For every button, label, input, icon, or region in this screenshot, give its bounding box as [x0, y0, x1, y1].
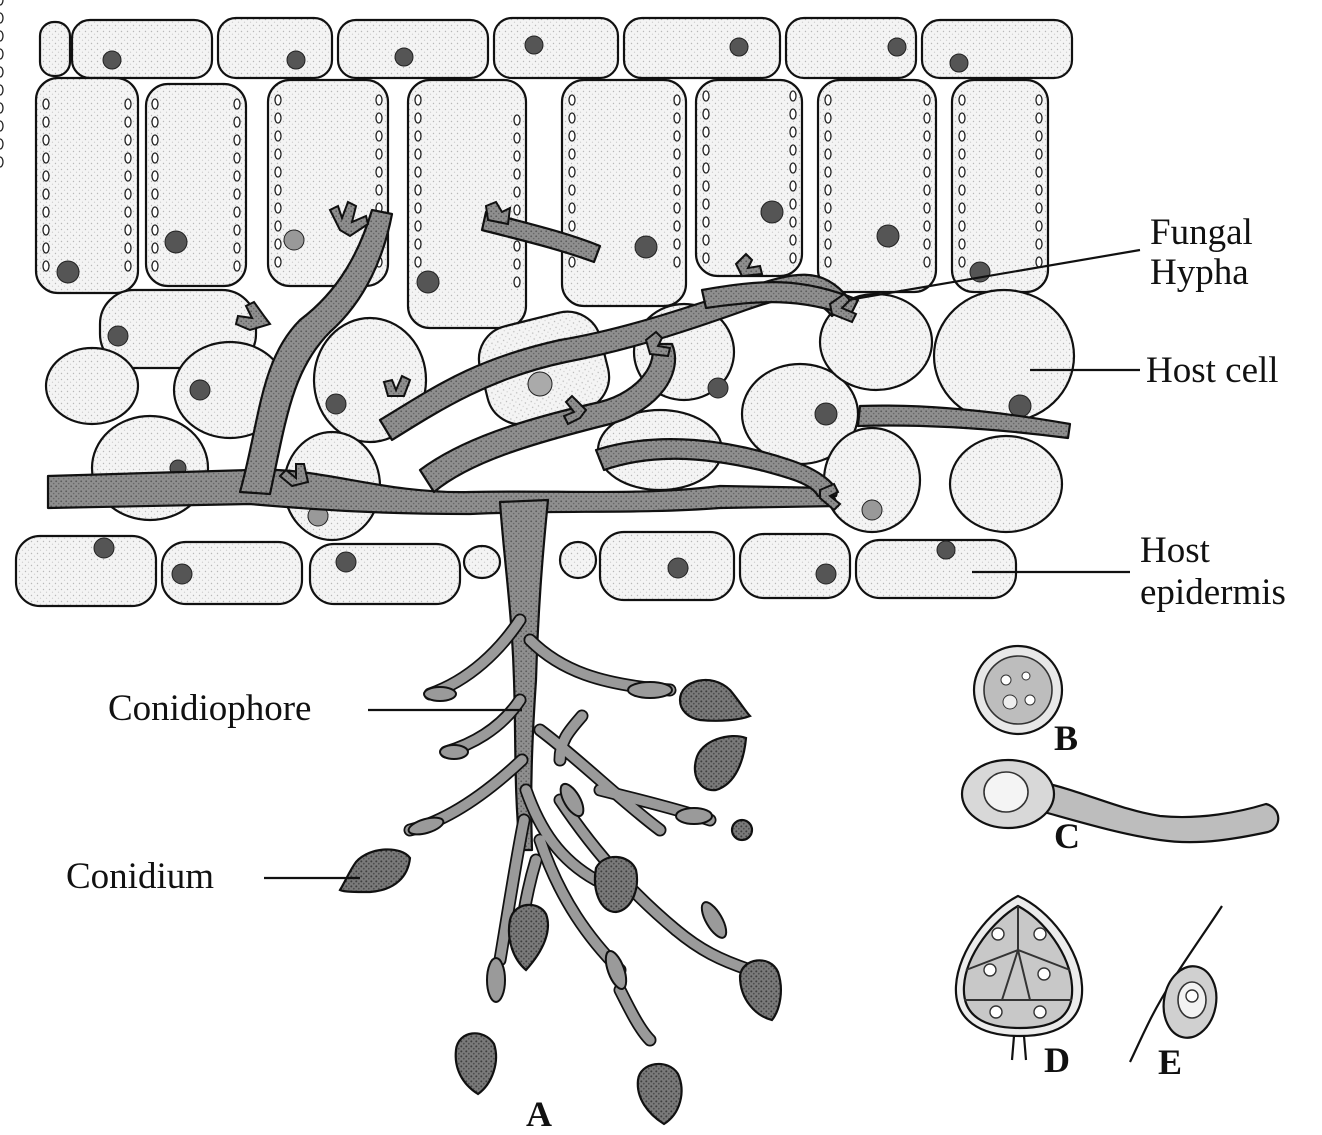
label-fungal-hypha-line2: Hypha — [1150, 252, 1249, 293]
panel-b-spore — [974, 646, 1062, 734]
spongy-cell — [950, 436, 1062, 532]
conidium — [595, 857, 637, 912]
lower-epidermis-cell — [310, 544, 460, 604]
conidium — [638, 1064, 682, 1124]
palisade-cell — [562, 80, 686, 306]
upper-epidermis-cell — [218, 18, 332, 78]
panel-e-spore — [1130, 906, 1222, 1062]
conidium — [695, 736, 746, 790]
lower-epidermis-cell — [600, 532, 734, 600]
panel-letter-b: B — [1054, 718, 1078, 758]
guard-cell — [560, 542, 596, 578]
palisade-cell — [146, 84, 246, 286]
lower-epidermis-cell — [856, 540, 1016, 598]
palisade-cell — [952, 80, 1048, 292]
palisade-cell — [36, 78, 138, 293]
spongy-cell — [934, 290, 1074, 422]
guard-cell — [464, 546, 500, 578]
palisade-cell — [818, 80, 936, 292]
conidium-small — [732, 820, 752, 840]
upper-epidermis-cell — [624, 18, 780, 78]
palisade-cell — [696, 80, 802, 276]
label-host-epidermis-line1: Host — [1140, 530, 1211, 571]
lower-epidermis-cell — [740, 534, 850, 598]
conidium — [740, 960, 781, 1020]
panel-c-germinating-spore — [962, 760, 1278, 842]
panel-letter-d: D — [1044, 1040, 1070, 1080]
panel-letter-a: A — [526, 1094, 552, 1134]
lower-epidermis-cell — [16, 536, 156, 606]
panel-letter-e: E — [1158, 1042, 1182, 1082]
upper-epidermis-cell — [494, 18, 618, 78]
conidium — [509, 905, 548, 970]
conidium — [456, 1033, 496, 1094]
label-conidiophore: Conidiophore — [108, 688, 311, 729]
label-conidium: Conidium — [66, 856, 214, 897]
panel-letter-c: C — [1054, 816, 1080, 856]
label-fungal-hypha-line1: Fungal — [1150, 212, 1253, 253]
conidium — [340, 849, 410, 892]
label-host-epidermis-line2: epidermis — [1140, 572, 1286, 613]
upper-epidermis-cell — [72, 20, 212, 78]
upper-epidermis-cell — [40, 22, 70, 76]
upper-epidermis-cell — [922, 20, 1072, 78]
panel-d-sporangium — [956, 896, 1082, 1060]
label-host-cell: Host cell — [1146, 350, 1279, 391]
conidium — [680, 680, 750, 721]
spongy-cell — [46, 348, 138, 424]
upper-epidermis — [40, 18, 1072, 78]
upper-epidermis-cell — [338, 20, 488, 78]
